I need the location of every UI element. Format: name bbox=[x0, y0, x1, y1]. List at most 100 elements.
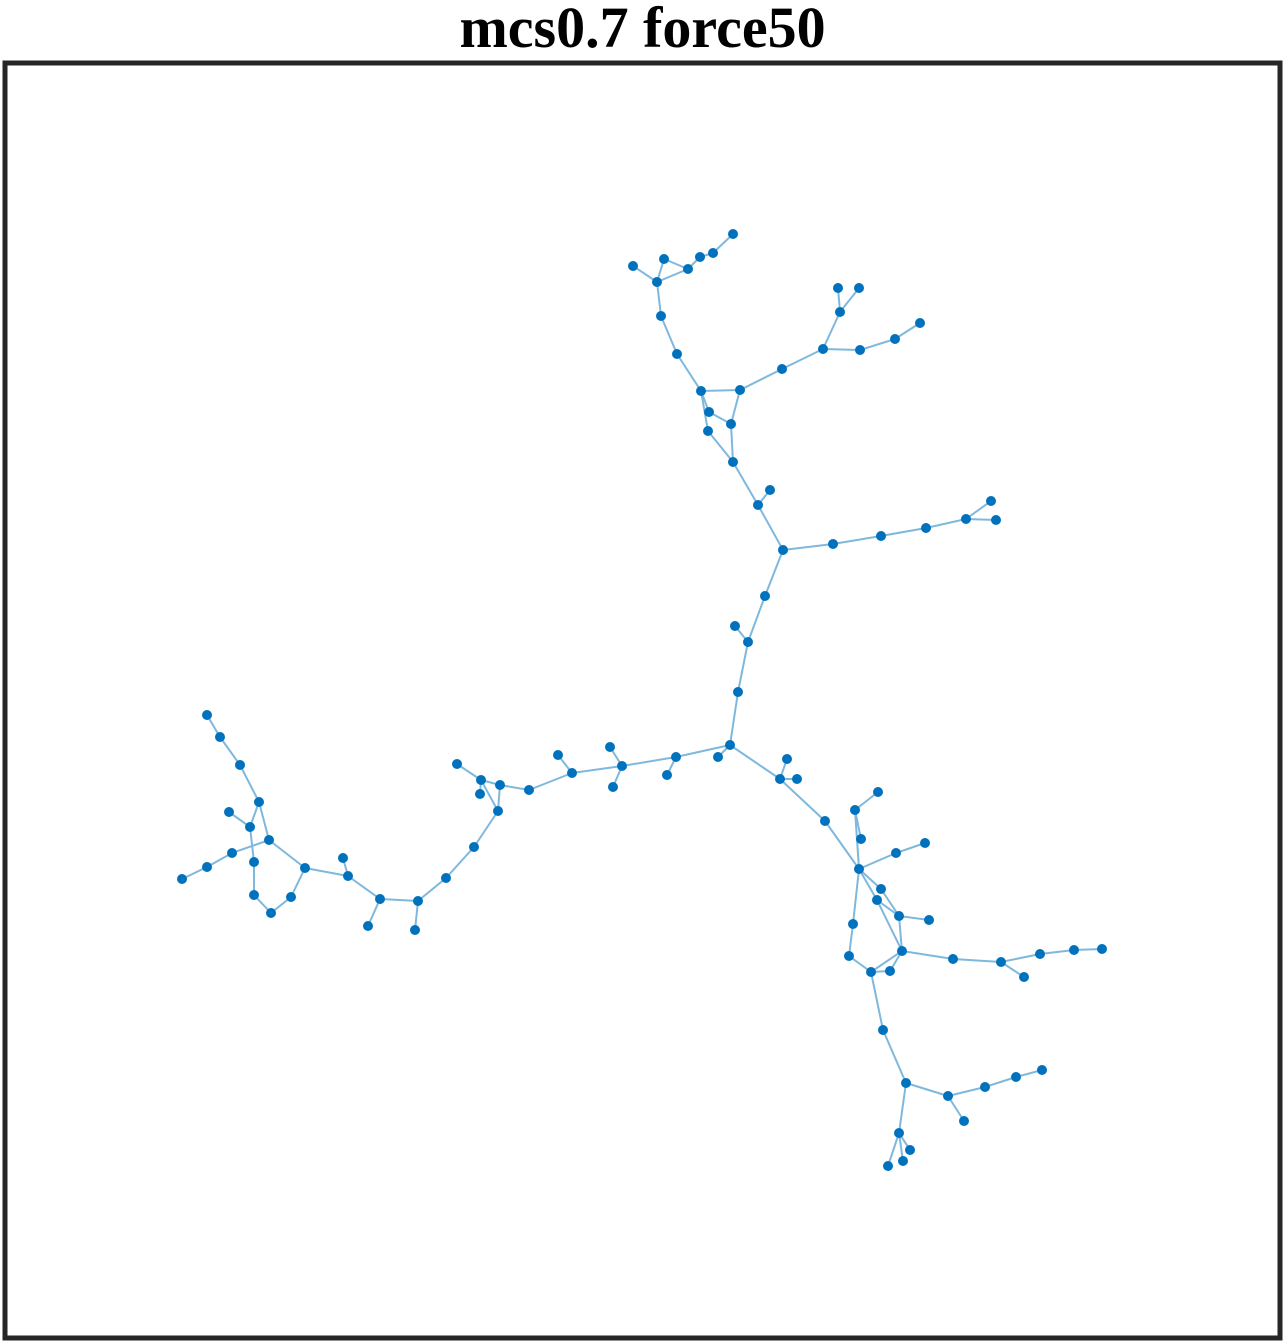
graph-node bbox=[224, 807, 234, 817]
graph-node bbox=[876, 884, 886, 894]
graph-edge bbox=[656, 281, 662, 317]
graph-edge bbox=[781, 348, 824, 370]
graph-edge bbox=[1000, 953, 1041, 963]
graph-node bbox=[493, 806, 503, 816]
graph-edge bbox=[858, 852, 897, 870]
graph-node bbox=[885, 966, 895, 976]
graph-node bbox=[726, 419, 736, 429]
graph-node bbox=[924, 915, 934, 925]
graph-node bbox=[894, 1128, 904, 1138]
graph-node bbox=[671, 752, 681, 762]
graph-node bbox=[441, 873, 451, 883]
graph-node bbox=[777, 364, 787, 374]
graph-node bbox=[266, 908, 276, 918]
graph-edge bbox=[764, 549, 784, 597]
graph-edge bbox=[901, 950, 954, 960]
graph-node bbox=[901, 1078, 911, 1088]
graph-node bbox=[659, 254, 669, 264]
graph-node bbox=[375, 894, 385, 904]
graph-node bbox=[475, 789, 485, 799]
graph-node bbox=[820, 816, 830, 826]
graph-edge bbox=[898, 915, 930, 921]
graph-node bbox=[413, 896, 423, 906]
graph-node bbox=[177, 874, 187, 884]
graph-node bbox=[897, 946, 907, 956]
graph-node bbox=[730, 621, 740, 631]
graph-edge bbox=[870, 950, 903, 973]
graph-node bbox=[883, 1161, 893, 1171]
graph-node bbox=[961, 514, 971, 524]
graph-edge bbox=[852, 868, 860, 925]
graph-node bbox=[202, 862, 212, 872]
graph-edge bbox=[859, 338, 896, 351]
graph-node bbox=[617, 761, 627, 771]
graph-edge bbox=[737, 641, 749, 693]
graph-node bbox=[249, 890, 259, 900]
graph-node bbox=[833, 283, 843, 293]
graph-edge bbox=[656, 268, 689, 283]
graph-node bbox=[980, 1082, 990, 1092]
graph-edge bbox=[675, 744, 731, 758]
graph-node bbox=[202, 710, 212, 720]
graph-edge bbox=[870, 971, 884, 1031]
graph-node bbox=[778, 545, 788, 555]
graph-edge bbox=[876, 899, 903, 952]
graph-edge bbox=[231, 839, 270, 854]
graph-node bbox=[696, 386, 706, 396]
graph-node bbox=[338, 853, 348, 863]
graph-node bbox=[920, 838, 930, 848]
graph-node bbox=[1069, 945, 1079, 955]
graph-edge bbox=[898, 1082, 907, 1134]
graph-node bbox=[733, 687, 743, 697]
graph-node bbox=[866, 967, 876, 977]
graph-node bbox=[1037, 1065, 1047, 1075]
graph-node bbox=[704, 407, 714, 417]
graph-edge bbox=[676, 353, 702, 392]
graph-edge bbox=[249, 826, 255, 863]
graph-edge bbox=[379, 898, 419, 902]
graph-edge bbox=[729, 691, 739, 746]
graph-edge bbox=[887, 1132, 900, 1167]
graph-node bbox=[854, 283, 864, 293]
graph-node bbox=[410, 925, 420, 935]
graph-node bbox=[227, 848, 237, 858]
graph-edge bbox=[925, 518, 967, 529]
graph-edge bbox=[268, 839, 306, 869]
graph-edge bbox=[984, 1076, 1017, 1088]
graph-node bbox=[713, 752, 723, 762]
graph-node bbox=[890, 334, 900, 344]
graph-edge bbox=[824, 820, 860, 870]
graph-edge bbox=[473, 810, 499, 848]
graph-edge bbox=[1039, 949, 1075, 955]
graph-node bbox=[1019, 972, 1029, 982]
graph-node bbox=[872, 895, 882, 905]
graph-node bbox=[725, 740, 735, 750]
graph-node bbox=[760, 591, 770, 601]
graph-edge bbox=[219, 736, 241, 766]
graph-node bbox=[898, 1156, 908, 1166]
graph-node bbox=[300, 863, 310, 873]
graph-node bbox=[695, 252, 705, 262]
graph-node bbox=[628, 261, 638, 271]
graph-edge bbox=[347, 875, 381, 900]
graph-edge bbox=[239, 764, 260, 803]
graph-node bbox=[856, 834, 866, 844]
graph-edge bbox=[965, 518, 997, 521]
graph-edge bbox=[730, 423, 734, 463]
graph-edge bbox=[258, 801, 270, 841]
graph-node bbox=[959, 1116, 969, 1126]
graph-edge bbox=[729, 744, 781, 780]
graph-edge bbox=[528, 772, 573, 791]
graph-node bbox=[844, 951, 854, 961]
graph-node bbox=[818, 344, 828, 354]
graph-node bbox=[1011, 1072, 1021, 1082]
graph-node bbox=[476, 775, 486, 785]
graph-node bbox=[728, 229, 738, 239]
graph-edge bbox=[882, 1029, 907, 1084]
graph-node bbox=[1035, 949, 1045, 959]
graph-node bbox=[828, 539, 838, 549]
graph-node bbox=[605, 742, 615, 752]
graph-edge bbox=[965, 500, 992, 520]
graph-node bbox=[553, 750, 563, 760]
